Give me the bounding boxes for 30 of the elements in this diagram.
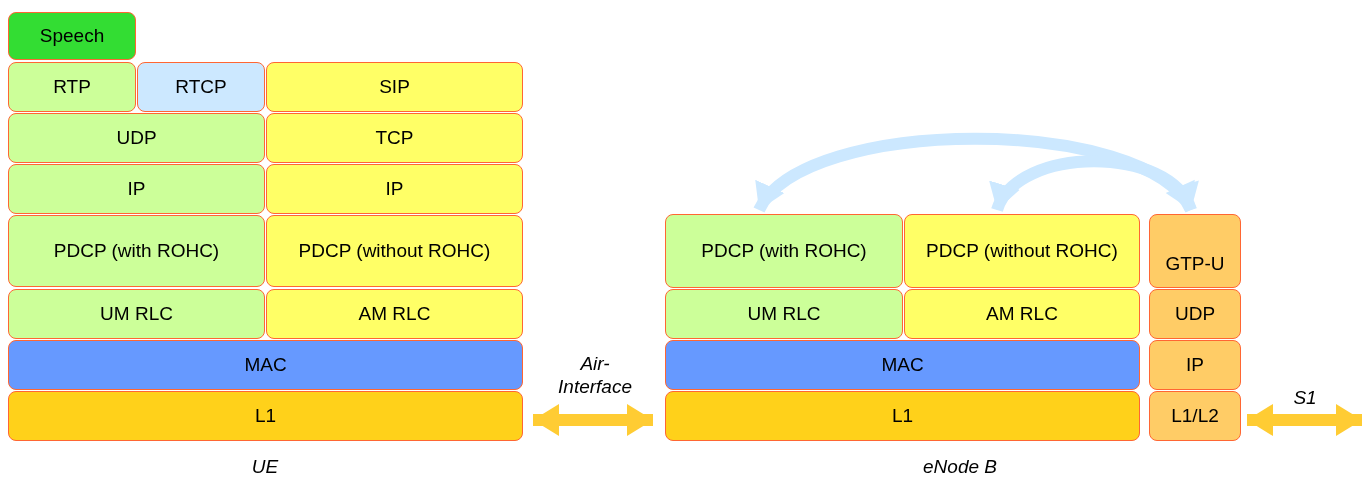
protocol-layer-box: L1/L2 bbox=[1149, 391, 1241, 441]
stack-caption: eNode B bbox=[923, 456, 997, 478]
protocol-layer-box: AM RLC bbox=[266, 289, 523, 339]
protocol-layer-box: L1 bbox=[665, 391, 1140, 441]
protocol-layer-box: RTP bbox=[8, 62, 136, 112]
protocol-layer-box: UM RLC bbox=[665, 289, 903, 339]
protocol-layer-box: UM RLC bbox=[8, 289, 265, 339]
stack-caption: UE bbox=[251, 456, 279, 478]
protocol-layer-box: IP bbox=[1149, 340, 1241, 390]
protocol-layer-box: IP bbox=[266, 164, 523, 214]
double-arrow bbox=[754, 132, 1196, 214]
double-arrow bbox=[991, 155, 1197, 213]
double-arrow bbox=[533, 404, 653, 436]
protocol-layer-box: PDCP (without ROHC) bbox=[904, 214, 1140, 288]
protocol-layer-box: MAC bbox=[8, 340, 523, 390]
protocol-layer-box: PDCP (without ROHC) bbox=[266, 215, 523, 287]
protocol-layer-box: PDCP (with ROHC) bbox=[665, 214, 903, 288]
protocol-layer-box: PDCP (with ROHC) bbox=[8, 215, 265, 287]
protocol-layer-box: TCP bbox=[266, 113, 523, 163]
protocol-layer-box: AM RLC bbox=[904, 289, 1140, 339]
protocol-layer-box: UDP bbox=[1149, 289, 1241, 339]
protocol-layer-box: Speech bbox=[8, 12, 136, 60]
double-arrow bbox=[1247, 404, 1362, 436]
protocol-layer-box: RTCP bbox=[137, 62, 265, 112]
protocol-layer-box: GTP-U bbox=[1149, 214, 1241, 288]
protocol-layer-box: MAC bbox=[665, 340, 1140, 390]
protocol-layer-box: UDP bbox=[8, 113, 265, 163]
protocol-layer-box: L1 bbox=[8, 391, 523, 441]
protocol-layer-box: IP bbox=[8, 164, 265, 214]
protocol-layer-box: SIP bbox=[266, 62, 523, 112]
